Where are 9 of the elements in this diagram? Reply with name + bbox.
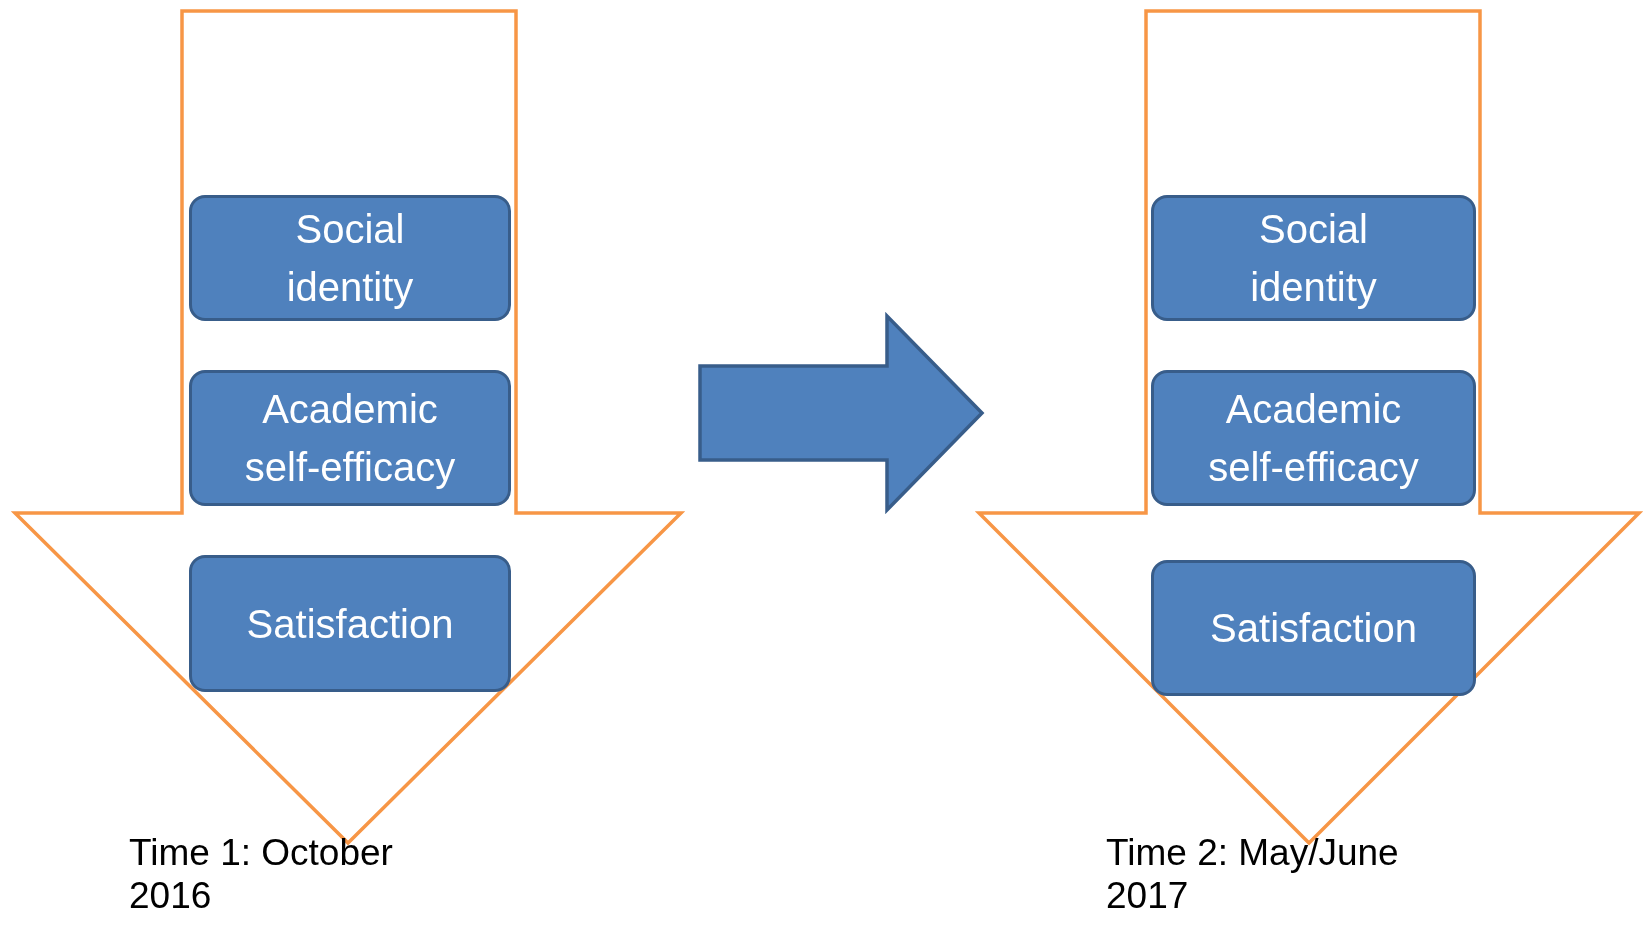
variable-box: Satisfaction [189, 555, 511, 692]
variable-box: Academic self-efficacy [1151, 370, 1476, 506]
time-caption: Time 2: May/June 2017 [1106, 832, 1400, 918]
variable-box: Satisfaction [1151, 560, 1476, 696]
block-arrow [698, 311, 985, 515]
time-caption: Time 1: October 2016 [129, 832, 394, 918]
variable-box: Social identity [189, 195, 511, 321]
variable-box: Social identity [1151, 195, 1476, 321]
variable-box: Academic self-efficacy [189, 370, 511, 506]
